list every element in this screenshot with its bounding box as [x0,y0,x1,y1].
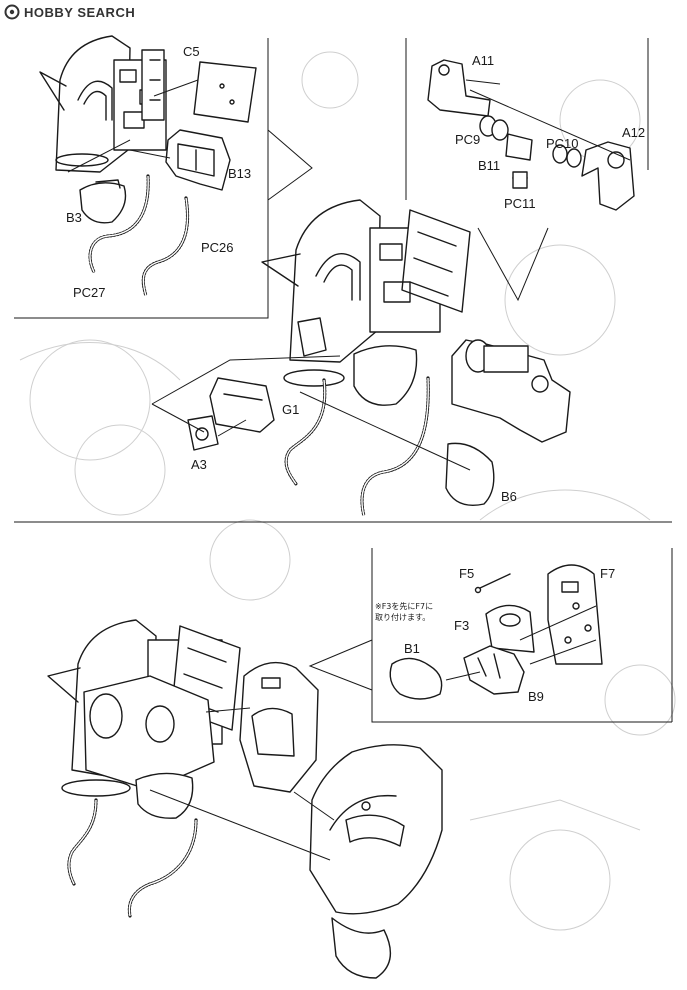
part-b11 [505,133,533,189]
label-b11: B11 [478,158,500,173]
label-pc9: PC9 [455,132,480,147]
note-f3-line2: 取り付けます。 [375,612,430,622]
step-frames [14,38,673,723]
label-f3: F3 [454,618,469,633]
subassembly-body-shell [309,744,443,979]
step4-leader-lines [445,605,597,681]
label-b13: B13 [228,166,251,181]
part-f3 [485,604,535,653]
background-bleed [19,51,676,931]
label-pc10: PC10 [546,136,579,151]
part-c5 [193,61,257,123]
step2-leader-lines [469,89,631,161]
subassembly-a11-a12 [451,339,571,443]
label-pc27: PC27 [73,285,106,300]
step4-main-leader-lines [149,707,335,861]
subassembly-head-main [261,199,471,387]
label-c5: C5 [183,44,200,59]
part-pc27-tube [88,174,150,274]
part-a11 [427,59,501,117]
part-b1 [389,657,443,700]
part-b9 [463,645,525,695]
label-f7: F7 [600,566,615,581]
part-b6 [445,442,495,506]
label-b6: B6 [501,489,517,504]
label-b9: B9 [528,689,544,704]
label-a12: A12 [622,125,645,140]
subassembly-head-final [47,619,241,819]
step1-leader-lines [67,79,199,173]
label-pc26: PC26 [201,240,234,255]
step4-tubes [67,798,198,918]
subassembly-head-left [39,35,167,173]
step3-tubes [284,376,430,518]
part-b13 [165,129,231,191]
label-a3: A3 [191,457,207,472]
hobbysearch-logo: HOBBY SEARCH [4,4,135,20]
step3-leader-lines [151,355,471,471]
label-f5: F5 [459,566,474,581]
part-f5 [474,573,511,594]
part-pc10 [552,144,582,168]
label-b1: B1 [404,641,420,656]
part-f7 [547,564,603,665]
label-b3: B3 [66,210,82,225]
brand-text: HOBBY SEARCH [24,5,135,20]
subassembly-face-plate [239,661,319,793]
part-a12 [581,141,635,211]
label-a11: A11 [472,53,494,68]
part-g1 [209,377,275,433]
part-b3 [79,179,127,224]
part-labels: C5 B13 B3 PC26 PC27 A11 A12 PC9 PC10 B11… [66,44,645,704]
note-f3-line1: ※F3を先にF7に [375,601,433,611]
part-a3 [187,415,219,451]
label-g1: G1 [282,402,299,417]
part-b3-installed [353,345,418,406]
part-pc9 [479,115,509,141]
part-pc26-tube [141,196,190,298]
label-pc11: PC11 [504,196,536,211]
